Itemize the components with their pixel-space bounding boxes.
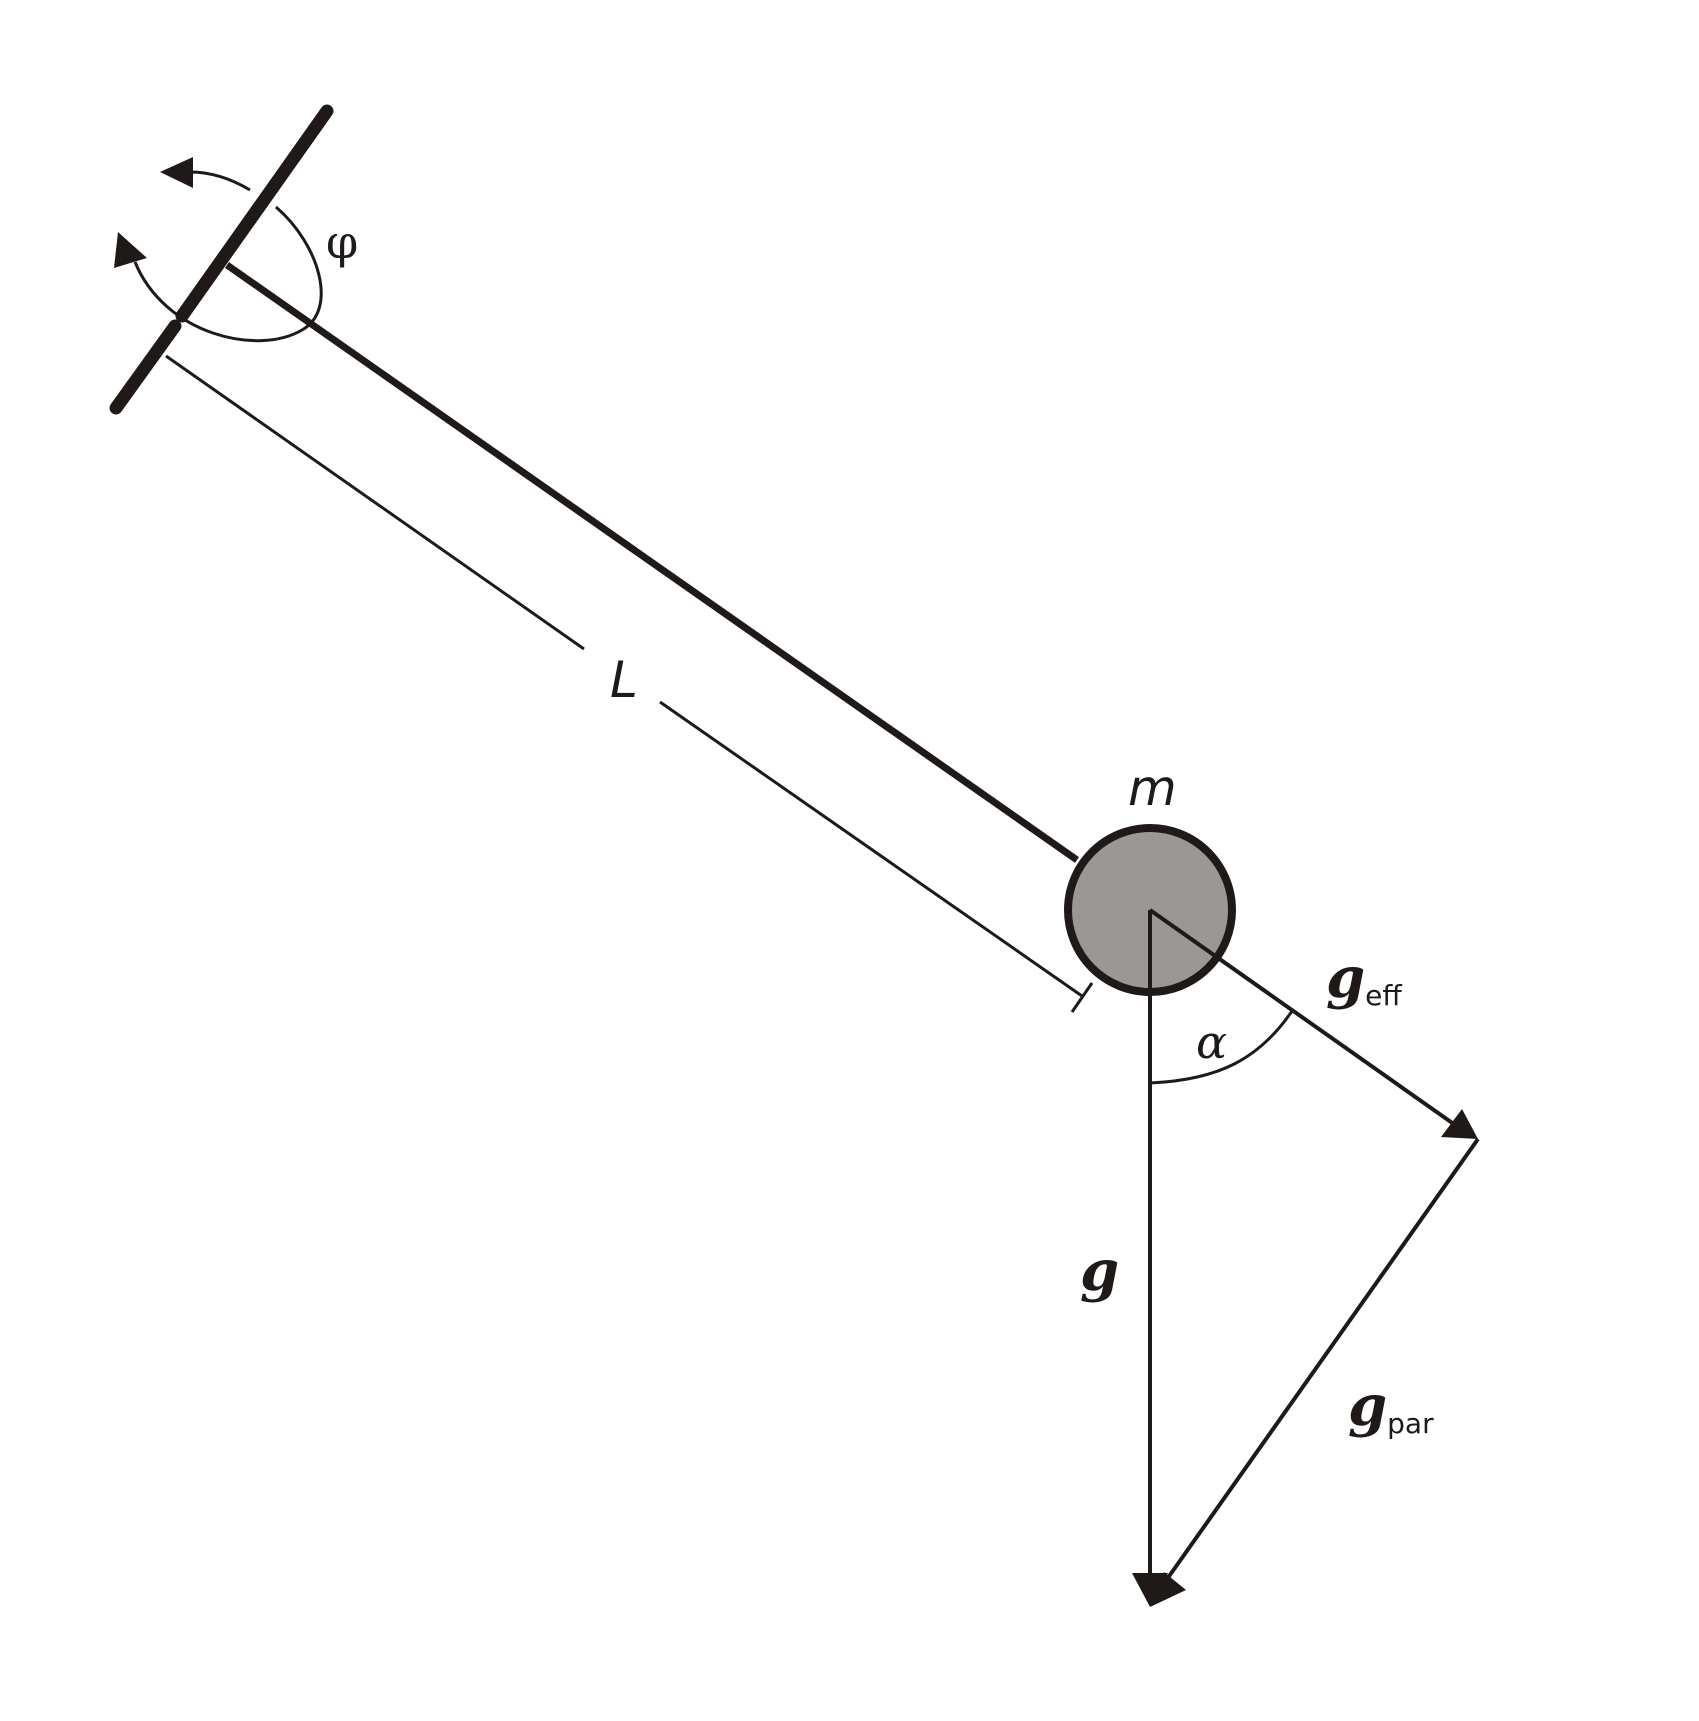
- length-line-lower: [659, 700, 1083, 998]
- length-label: L: [610, 651, 638, 709]
- g-par-label: gpar: [1348, 1373, 1434, 1440]
- mass-label: m: [1128, 759, 1177, 817]
- g-par-subscript: par: [1387, 1407, 1434, 1440]
- g-eff-arrowhead: [1441, 1109, 1478, 1139]
- rotation-arc-upper: [189, 170, 251, 192]
- gravity-label: g: [1080, 1238, 1119, 1304]
- alpha-label: α: [1196, 1015, 1227, 1069]
- pivot-axle: [109, 104, 334, 415]
- g-par-base: g: [1348, 1373, 1387, 1439]
- axle-upper-segment: [175, 104, 334, 323]
- g-par-arrowhead: [1150, 1572, 1186, 1607]
- length-end-tick: [1070, 982, 1094, 1013]
- rotation-arrowhead-upper: [160, 157, 193, 188]
- g-eff-subscript: eff: [1365, 979, 1402, 1012]
- rotation-indicator: [114, 157, 323, 343]
- length-line-upper: [165, 354, 585, 651]
- alpha-angle-arc: [1149, 1010, 1294, 1085]
- g-eff-vector: [1148, 908, 1460, 1129]
- g-eff-label: geff: [1326, 945, 1402, 1012]
- g-eff-base: g: [1326, 945, 1365, 1011]
- rotation-arrowhead-lower: [114, 232, 147, 268]
- gravity-arrowhead: [1132, 1573, 1168, 1607]
- phi-label: φ: [326, 215, 358, 269]
- pendulum-rod: [224, 262, 1080, 863]
- length-dimension: [165, 354, 1094, 1013]
- rotation-arc-lower: [133, 205, 323, 343]
- axle-lower-segment: [109, 319, 182, 415]
- g-par-vector: [1163, 1137, 1480, 1584]
